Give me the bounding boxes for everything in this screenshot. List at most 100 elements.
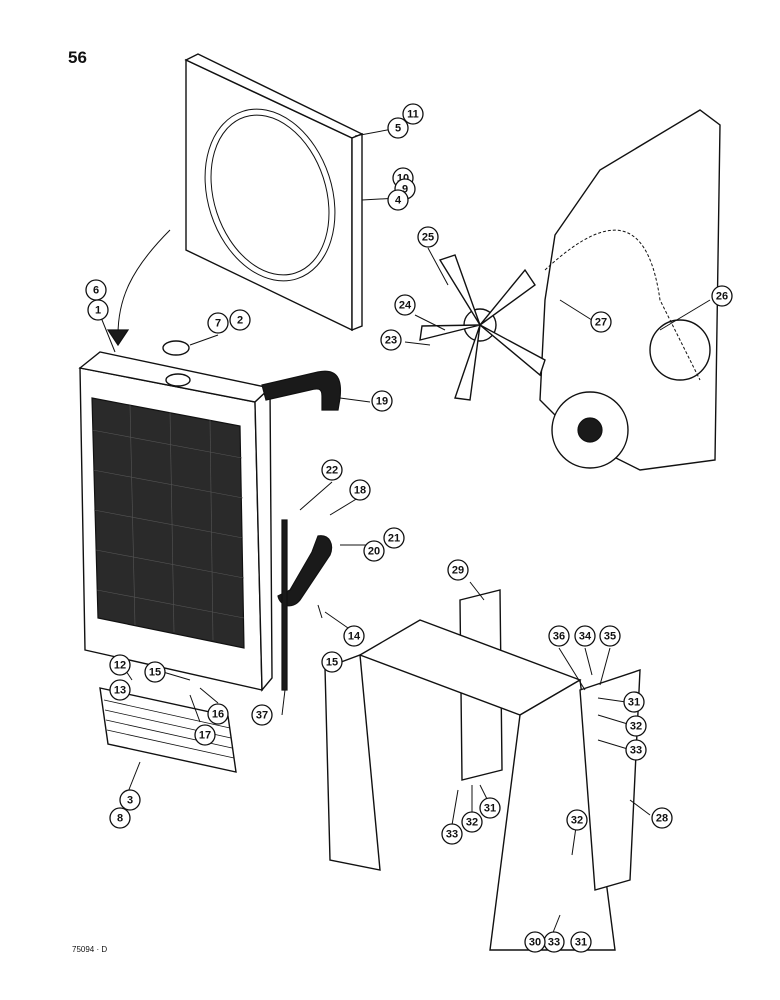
callout-circle xyxy=(207,703,229,725)
callout-23: 23 xyxy=(380,329,402,351)
callout-circle xyxy=(387,117,409,139)
callout-label: 17 xyxy=(199,730,211,742)
callout-circle xyxy=(383,527,405,549)
page-number: 56 xyxy=(68,48,87,67)
callout-27: 27 xyxy=(590,311,612,333)
callout-34: 34 xyxy=(574,625,596,647)
callout-circle xyxy=(623,691,645,713)
leader-lines xyxy=(97,127,711,936)
callout-label: 34 xyxy=(579,631,592,643)
callout-label: 4 xyxy=(395,195,402,207)
callout-32: 32 xyxy=(566,809,588,831)
callout-label: 12 xyxy=(114,660,126,672)
callout-label: 33 xyxy=(446,829,458,841)
callout-label: 23 xyxy=(385,335,397,347)
callout-label: 13 xyxy=(114,685,126,697)
callout-label: 15 xyxy=(149,667,161,679)
callout-circle xyxy=(144,661,166,683)
callout-2: 2 xyxy=(229,309,251,331)
callout-12: 12 xyxy=(109,654,131,676)
callout-circle xyxy=(599,625,621,647)
callout-25: 25 xyxy=(417,226,439,248)
callout-label: 33 xyxy=(548,937,560,949)
callout-4: 4 xyxy=(387,189,409,211)
callout-circle xyxy=(363,540,385,562)
callout-14: 14 xyxy=(343,625,365,647)
callout-label: 32 xyxy=(466,817,478,829)
callout-32: 32 xyxy=(625,715,647,737)
callout-8: 8 xyxy=(109,807,131,829)
callout-circle xyxy=(109,679,131,701)
callout-circle xyxy=(548,625,570,647)
callout-20: 20 xyxy=(363,540,385,562)
callout-circle xyxy=(321,459,343,481)
callout-circle xyxy=(229,309,251,331)
callout-circle xyxy=(321,651,343,673)
callout-24: 24 xyxy=(394,294,416,316)
callout-circle xyxy=(625,715,647,737)
callout-36: 36 xyxy=(548,625,570,647)
callout-21: 21 xyxy=(383,527,405,549)
callout-circle xyxy=(566,809,588,831)
callout-15: 15 xyxy=(144,661,166,683)
callout-33: 33 xyxy=(543,931,565,953)
callout-label: 31 xyxy=(484,803,496,815)
callout-circle xyxy=(87,299,109,321)
callout-label: 28 xyxy=(656,813,668,825)
callout-circle xyxy=(417,226,439,248)
callout-circle xyxy=(207,312,229,334)
callout-label: 21 xyxy=(388,533,400,545)
callout-label: 37 xyxy=(256,710,268,722)
callout-circle xyxy=(711,285,733,307)
callout-circle xyxy=(447,559,469,581)
callout-11: 11 xyxy=(402,103,424,125)
callout-circle xyxy=(343,625,365,647)
callout-circle xyxy=(380,329,402,351)
callout-16: 16 xyxy=(207,703,229,725)
callout-label: 32 xyxy=(571,815,583,827)
callout-label: 30 xyxy=(529,937,541,949)
callout-circle xyxy=(441,823,463,845)
callout-label: 5 xyxy=(395,123,401,135)
callout-label: 25 xyxy=(422,232,434,244)
fan-blade xyxy=(419,254,546,401)
upper-hose xyxy=(261,370,342,411)
callout-31: 31 xyxy=(623,691,645,713)
callout-circle xyxy=(194,724,216,746)
callout-circle xyxy=(574,625,596,647)
callout-label: 32 xyxy=(630,721,642,733)
callout-circle xyxy=(570,931,592,953)
callout-label: 24 xyxy=(399,300,412,312)
callout-5: 5 xyxy=(387,117,409,139)
fan-shroud xyxy=(184,53,364,332)
callout-32: 32 xyxy=(461,811,483,833)
callout-label: 31 xyxy=(628,697,640,709)
callout-label: 7 xyxy=(215,318,221,330)
radiator-support xyxy=(324,589,641,951)
callout-29: 29 xyxy=(447,559,469,581)
callout-circle xyxy=(479,797,501,819)
callout-label: 20 xyxy=(368,546,380,558)
lower-hose xyxy=(277,535,333,607)
callout-circle xyxy=(119,789,141,811)
callout-circle xyxy=(109,807,131,829)
callout-33: 33 xyxy=(441,823,463,845)
callout-label: 8 xyxy=(117,813,123,825)
callout-circle xyxy=(625,739,647,761)
callout-6: 6 xyxy=(85,279,107,301)
callout-label: 9 xyxy=(402,184,408,196)
callout-1: 1 xyxy=(87,299,109,321)
callout-label: 31 xyxy=(575,937,587,949)
callout-circle xyxy=(590,311,612,333)
callout-label: 15 xyxy=(326,657,338,669)
callout-label: 14 xyxy=(348,631,361,643)
callout-15: 15 xyxy=(321,651,343,673)
callout-label: 22 xyxy=(326,465,338,477)
callout-19: 19 xyxy=(371,390,393,412)
callout-31: 31 xyxy=(479,797,501,819)
callout-label: 1 xyxy=(95,305,101,317)
callout-28: 28 xyxy=(651,807,673,829)
callout-label: 36 xyxy=(553,631,565,643)
callout-37: 37 xyxy=(251,704,273,726)
